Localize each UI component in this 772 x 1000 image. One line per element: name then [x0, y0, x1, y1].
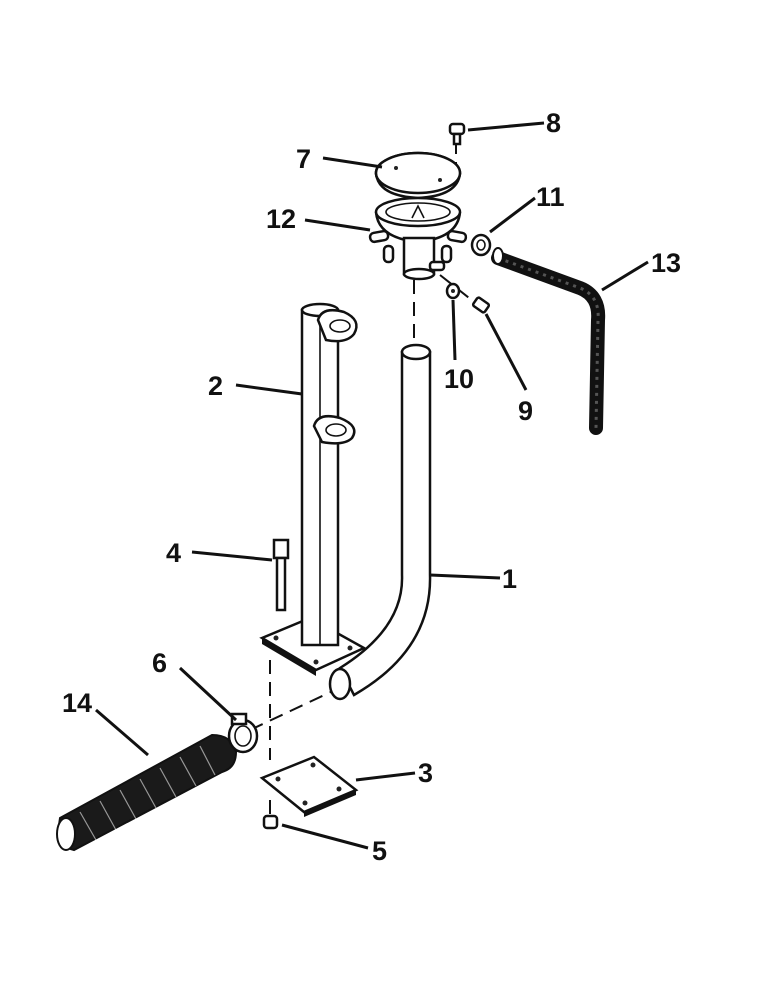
- part-8-screw: [448, 122, 466, 146]
- part-2-support-post: [259, 302, 367, 676]
- part-12-manifold: [368, 196, 468, 281]
- part-9-screw: [471, 296, 491, 314]
- leader-lines: [95, 121, 649, 850]
- part-3-mounting-plate: [259, 755, 359, 817]
- label-13: 13: [651, 248, 681, 278]
- label-9: 9: [518, 396, 533, 426]
- part-13-bent-hose: [491, 247, 606, 435]
- part-5-nut: [262, 814, 279, 830]
- label-1: 1: [502, 564, 517, 594]
- label-2: 2: [208, 371, 223, 401]
- label-10: 10: [444, 364, 474, 394]
- label-12: 12: [266, 204, 296, 234]
- part-4-bolt: [272, 538, 290, 612]
- part-1-curved-pipe: [328, 343, 432, 701]
- callout-labels: 8 7 11 12 13 10 9 2 4 1 6 14 3 5: [62, 108, 681, 866]
- label-4: 4: [166, 538, 181, 568]
- part-6-hose-clamp: [227, 712, 259, 754]
- label-3: 3: [418, 758, 433, 788]
- assembly-guide-lines: [249, 140, 479, 820]
- label-14: 14: [62, 688, 92, 718]
- label-11: 11: [536, 182, 565, 212]
- label-8: 8: [546, 108, 561, 138]
- part-14-corrugated-hose: [56, 733, 238, 852]
- part-10-washer: [445, 282, 461, 300]
- label-7: 7: [296, 144, 311, 174]
- label-5: 5: [372, 836, 387, 866]
- label-6: 6: [152, 648, 167, 678]
- part-7-cover-disc: [374, 151, 462, 200]
- part-11-fitting: [470, 233, 492, 257]
